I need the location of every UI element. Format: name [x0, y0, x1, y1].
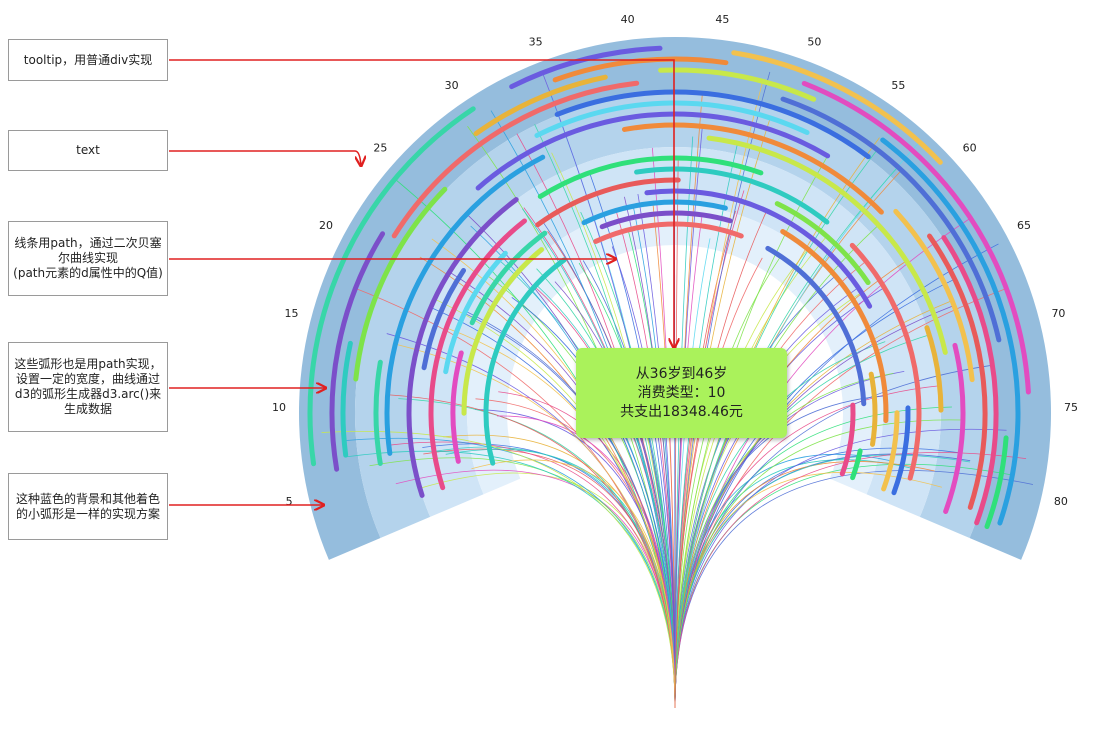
arc-segment[interactable] [534, 100, 810, 138]
bezier-curve [419, 472, 676, 709]
arc-segment[interactable] [475, 111, 831, 191]
bezier-curve [471, 459, 676, 709]
annotation-text-note: text [8, 130, 168, 171]
age-axis-labels: 5 10 15 20 25 30 35 40 45 50 55 60 65 70 75 80 [272, 13, 1078, 508]
age-label: 45 [715, 13, 729, 26]
age-label: 20 [319, 219, 333, 232]
arc-segment[interactable] [941, 235, 999, 526]
arc-segment[interactable] [893, 208, 975, 383]
arc-segment[interactable] [891, 405, 911, 496]
arc-segment[interactable] [340, 340, 353, 458]
arc-segment[interactable] [881, 410, 900, 492]
arc-segment[interactable] [428, 218, 527, 491]
tooltip: 从36岁到46岁 消费类型：10 共支出18348.46元 [576, 348, 787, 438]
annotation-arrow-1 [169, 59, 674, 348]
arc-segment[interactable] [537, 155, 764, 199]
bezier-curve [674, 452, 1027, 709]
arc-segment[interactable] [880, 137, 1021, 526]
age-label: 35 [529, 35, 543, 48]
age-label: 50 [807, 35, 821, 48]
bezier-curve [321, 431, 676, 709]
arc-segment[interactable] [765, 245, 867, 407]
annotation-arrows [169, 59, 674, 505]
arc-segment[interactable] [535, 177, 681, 228]
arc-segment[interactable] [984, 435, 1009, 530]
arc-segment[interactable] [443, 250, 508, 375]
age-label: 30 [445, 79, 459, 92]
bezier-curve [674, 210, 736, 709]
arc-segment[interactable] [329, 231, 386, 472]
arc-segment[interactable] [849, 242, 922, 481]
arc-segment[interactable] [554, 89, 871, 160]
arc-segment[interactable] [927, 233, 988, 510]
arc-segment[interactable] [943, 342, 966, 515]
arc-segment[interactable] [421, 267, 467, 371]
arc-segment[interactable] [581, 199, 728, 226]
bezier-curve [497, 415, 676, 709]
annotation-arc-note: 这些弧形也是用path实现，设置一定的宽度，曲线通过d3的弧形生成器d3.arc… [8, 342, 168, 432]
age-label: 65 [1017, 219, 1031, 232]
arc-segment[interactable] [450, 350, 464, 464]
arc-segment[interactable] [780, 96, 1002, 343]
tooltip-age-range: 从36岁到46岁 [635, 365, 728, 382]
arc-segment[interactable] [483, 257, 567, 466]
arc-segment[interactable] [373, 359, 383, 466]
bezier-curve [434, 298, 676, 709]
arc-segment[interactable] [621, 122, 884, 215]
background-band-4 [467, 205, 884, 495]
bezier-curve [674, 419, 963, 709]
arc-segment[interactable] [593, 221, 744, 244]
age-label: 25 [373, 141, 387, 154]
arc-segment[interactable] [868, 371, 878, 447]
arc-segment[interactable] [634, 166, 830, 225]
age-label: 80 [1054, 495, 1068, 508]
age-label: 40 [621, 13, 635, 26]
arc-segment[interactable] [469, 230, 548, 326]
arc-segment[interactable] [307, 106, 476, 467]
age-label: 70 [1051, 307, 1065, 320]
bezier-curve [674, 305, 955, 709]
arc-segment[interactable] [353, 186, 448, 382]
annotation-path-note: 线条用path，通过二次贝塞尔曲线实现 (path元素的d属性中的Q值) [8, 221, 168, 296]
arc-segment[interactable] [924, 325, 944, 413]
arc-segment[interactable] [391, 80, 640, 239]
arc-segment[interactable] [658, 67, 817, 102]
age-label: 10 [272, 401, 286, 414]
arc-segment[interactable] [850, 448, 863, 481]
bezier-curve [674, 260, 907, 709]
age-label: 15 [285, 307, 299, 320]
age-label: 60 [963, 141, 977, 154]
age-label: 5 [286, 495, 293, 508]
age-label: 55 [891, 79, 905, 92]
annotation-tooltip-note: tooltip，用普通div实现 [8, 39, 168, 81]
arc-segment[interactable] [406, 197, 519, 498]
annotation-arrow-2 [169, 150, 361, 166]
arc-segment[interactable] [801, 80, 1031, 395]
age-label: 75 [1064, 401, 1078, 414]
tooltip-category: 消费类型：10 [637, 384, 726, 401]
annotation-background-note: 这种蓝色的背景和其他着色的小弧形是一样的实现方案 [8, 473, 168, 540]
background-band-3 [409, 147, 941, 517]
tooltip-total: 共支出18348.46元 [620, 403, 743, 420]
arc-segment[interactable] [731, 50, 943, 165]
arc-segment[interactable] [461, 247, 545, 416]
arc-segment[interactable] [473, 74, 608, 137]
arc-segment[interactable] [644, 188, 873, 309]
bezier-curve-lines [321, 71, 1034, 709]
arc-segment[interactable] [599, 210, 733, 230]
arc-segment[interactable] [839, 402, 856, 477]
colored-arc-segments [307, 45, 1031, 530]
arc-segment[interactable] [774, 201, 871, 286]
arc-segment[interactable] [706, 135, 948, 355]
bezier-curve [355, 287, 676, 709]
arc-segment[interactable] [780, 229, 889, 424]
arc-segment[interactable] [384, 154, 546, 456]
